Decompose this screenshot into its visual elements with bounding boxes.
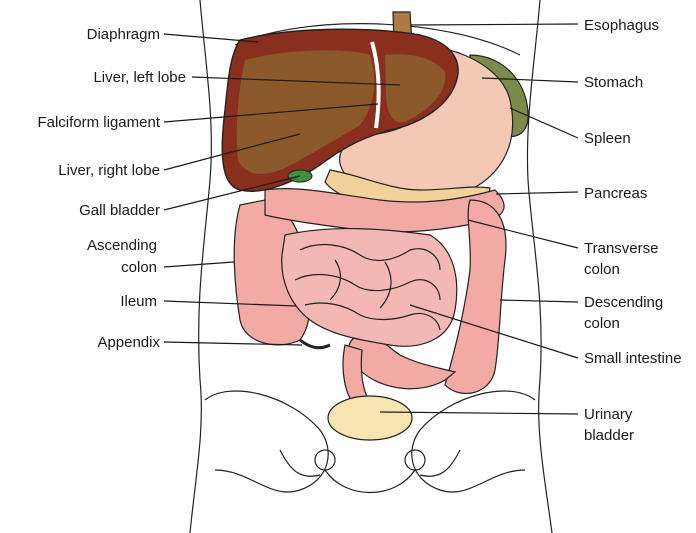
label-gall-bladder: Gall bladder	[79, 202, 160, 219]
liver-right-lobe-inner	[236, 50, 375, 174]
label-diaphragm: Diaphragm	[87, 26, 160, 43]
label-descending-colon-line1: Descending	[584, 294, 663, 311]
label-falciform-ligament: Falciform ligament	[37, 114, 160, 131]
label-liver-right-lobe: Liver, right lobe	[58, 162, 160, 179]
label-liver-left-lobe: Liver, left lobe	[93, 69, 186, 86]
label-pancreas: Pancreas	[584, 185, 647, 202]
label-transverse-colon-line1: Transverse	[584, 240, 658, 257]
label-transverse-colon-line2: colon	[584, 261, 620, 278]
label-esophagus: Esophagus	[584, 17, 659, 34]
label-ileum: Ileum	[120, 293, 157, 310]
label-ascending-colon-line2: colon	[121, 259, 157, 276]
liver-left-lobe-inner	[385, 54, 446, 123]
label-stomach: Stomach	[584, 74, 643, 91]
falciform-ligament-shape	[370, 41, 381, 129]
label-urinary-bladder-line1: Urinary	[584, 406, 633, 423]
pelvis-bones	[204, 390, 536, 494]
colon-shape	[233, 188, 507, 406]
label-descending-colon-line2: colon	[584, 315, 620, 332]
small-intestine-shape	[281, 227, 458, 347]
label-ascending-colon-line1: Ascending	[87, 237, 157, 254]
leader-lines	[163, 23, 579, 415]
label-small-intestine: Small intestine	[584, 350, 682, 367]
label-urinary-bladder-line2: bladder	[584, 427, 634, 444]
label-spleen: Spleen	[584, 130, 631, 147]
urinary-bladder-shape	[327, 395, 413, 441]
label-appendix: Appendix	[97, 334, 160, 351]
